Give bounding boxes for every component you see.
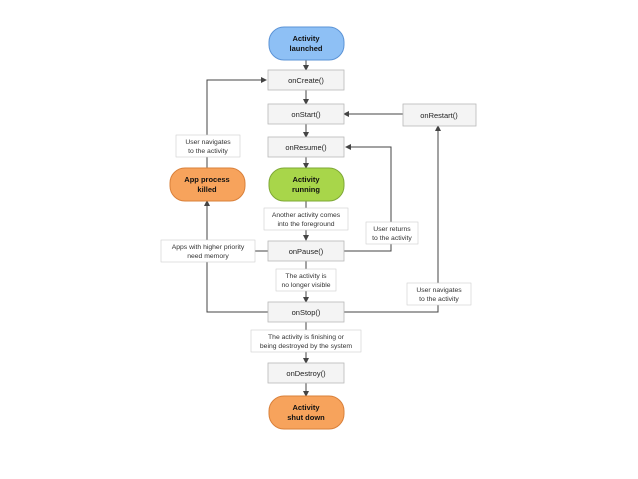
- node-onpause: onPause(): [267, 240, 345, 262]
- oncreate-label: onCreate(): [288, 76, 324, 85]
- note-another-activity-line2: into the foreground: [277, 221, 334, 228]
- arrow-onstop-to-onrestart: [344, 125, 441, 313]
- note-user-returns-line1: User returns: [373, 226, 411, 233]
- onpause-label: onPause(): [289, 247, 324, 256]
- node-onrestart: onRestart(): [402, 103, 477, 127]
- activity-running-line1: Activity: [292, 175, 320, 184]
- activity-launched-line1: Activity: [292, 34, 320, 43]
- activity-running-line2: running: [292, 185, 320, 194]
- note-no-longer-visible: The activity is no longer visible: [275, 268, 337, 292]
- note-user-navigates-right-line2: to the activity: [419, 296, 459, 303]
- node-ondestroy: onDestroy(): [267, 362, 345, 384]
- note-no-longer-visible-line2: no longer visible: [281, 282, 330, 289]
- onstop-label: onStop(): [292, 308, 321, 317]
- note-apps-higher-priority: Apps with higher priority need memory: [160, 239, 256, 263]
- line-onstop-to-killed: [206, 201, 268, 313]
- node-activity-shut-down: Activity shut down: [268, 395, 345, 430]
- note-another-activity: Another activity comes into the foregrou…: [263, 207, 349, 231]
- note-apps-higher-priority-line1: Apps with higher priority: [172, 244, 245, 251]
- note-no-longer-visible-line1: The activity is: [285, 273, 327, 280]
- app-process-killed-line1: App process: [184, 175, 229, 184]
- note-finishing: The activity is finishing or being destr…: [250, 329, 362, 353]
- node-onstop: onStop(): [267, 301, 345, 323]
- app-process-killed-line2: killed: [197, 185, 217, 194]
- node-app-process-killed: App process killed: [169, 167, 246, 202]
- activity-launched-line2: launched: [290, 44, 323, 53]
- note-user-returns-line2: to the activity: [372, 235, 412, 242]
- note-user-navigates-top: User navigates to the activity: [175, 134, 241, 158]
- note-user-navigates-right-line1: User navigates: [416, 287, 462, 294]
- onstart-label: onStart(): [291, 110, 321, 119]
- node-activity-running: Activity running: [268, 167, 345, 202]
- note-user-returns: User returns to the activity: [365, 221, 419, 245]
- activity-shut-down-line2: shut down: [287, 413, 325, 422]
- note-apps-higher-priority-line2: need memory: [187, 253, 229, 260]
- onrestart-label: onRestart(): [420, 111, 458, 120]
- note-user-navigates-top-line2: to the activity: [188, 148, 228, 155]
- node-activity-launched: Activity launched: [268, 26, 345, 61]
- node-oncreate: onCreate(): [267, 69, 345, 91]
- arrow-onpause-to-onresume: [344, 144, 392, 252]
- note-user-navigates-right: User navigates to the activity: [406, 282, 472, 306]
- ondestroy-label: onDestroy(): [286, 369, 326, 378]
- activity-shut-down-line1: Activity: [292, 403, 320, 412]
- node-onstart: onStart(): [267, 103, 345, 125]
- onresume-label: onResume(): [285, 143, 327, 152]
- node-onresume: onResume(): [267, 136, 345, 158]
- note-finishing-line2: being destroyed by the system: [260, 343, 353, 350]
- note-finishing-line1: The activity is finishing or: [268, 334, 345, 341]
- note-another-activity-line1: Another activity comes: [272, 212, 341, 219]
- note-user-navigates-top-line1: User navigates: [185, 139, 231, 146]
